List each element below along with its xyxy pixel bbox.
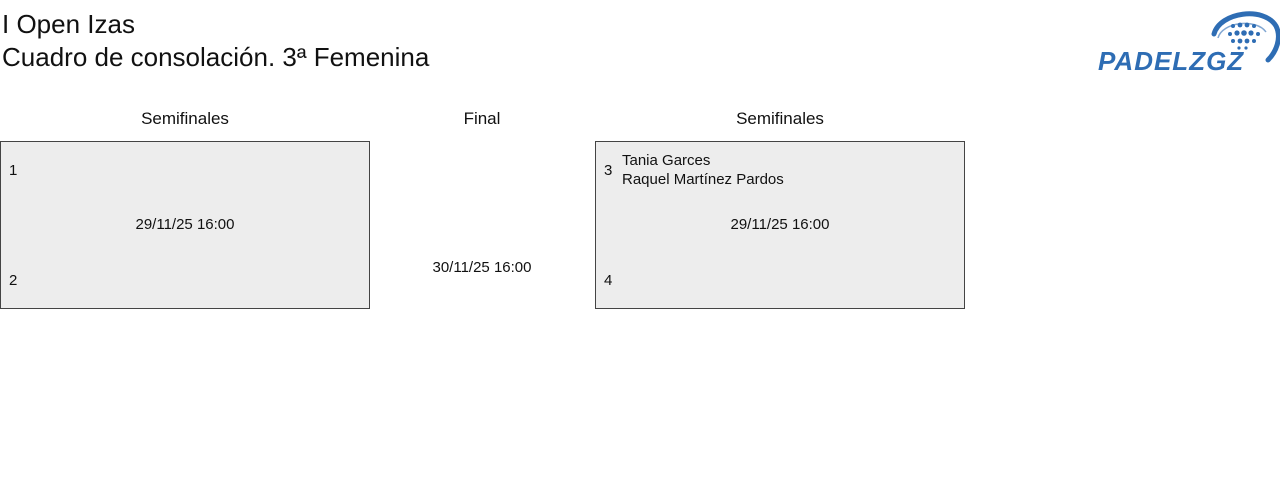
draw-subtitle: Cuadro de consolación. 3ª Femenina xyxy=(2,42,430,72)
padel-ball-icon xyxy=(1211,11,1280,63)
logo-wordmark: PADELZGZ xyxy=(1098,46,1244,74)
column-header-semifinales-left: Semifinales xyxy=(141,109,229,128)
seed-number: 1 xyxy=(9,162,18,179)
player-name: Raquel Martínez Pardos xyxy=(622,171,784,188)
tournament-title: I Open Izas xyxy=(2,9,135,39)
final-datetime: 30/11/25 16:00 xyxy=(432,259,532,276)
padelzgz-logo: PADELZGZ xyxy=(1098,11,1280,74)
match-datetime: 29/11/25 16:00 xyxy=(135,216,235,233)
team-players: Tania Garces Raquel Martínez Pardos xyxy=(622,151,784,189)
column-header-final: Final xyxy=(463,109,501,128)
player-name: Tania Garces xyxy=(622,152,711,169)
semifinal-match-left: 1 29/11/25 16:00 2 xyxy=(0,141,370,309)
seed-number: 3 xyxy=(604,162,613,179)
semifinal-match-right: 3 Tania Garces Raquel Martínez Pardos 29… xyxy=(595,141,965,309)
column-header-semifinales-right: Semifinales xyxy=(736,109,824,128)
seed-number: 4 xyxy=(604,272,613,289)
match-datetime: 29/11/25 16:00 xyxy=(730,216,830,233)
seed-number: 2 xyxy=(9,272,18,289)
